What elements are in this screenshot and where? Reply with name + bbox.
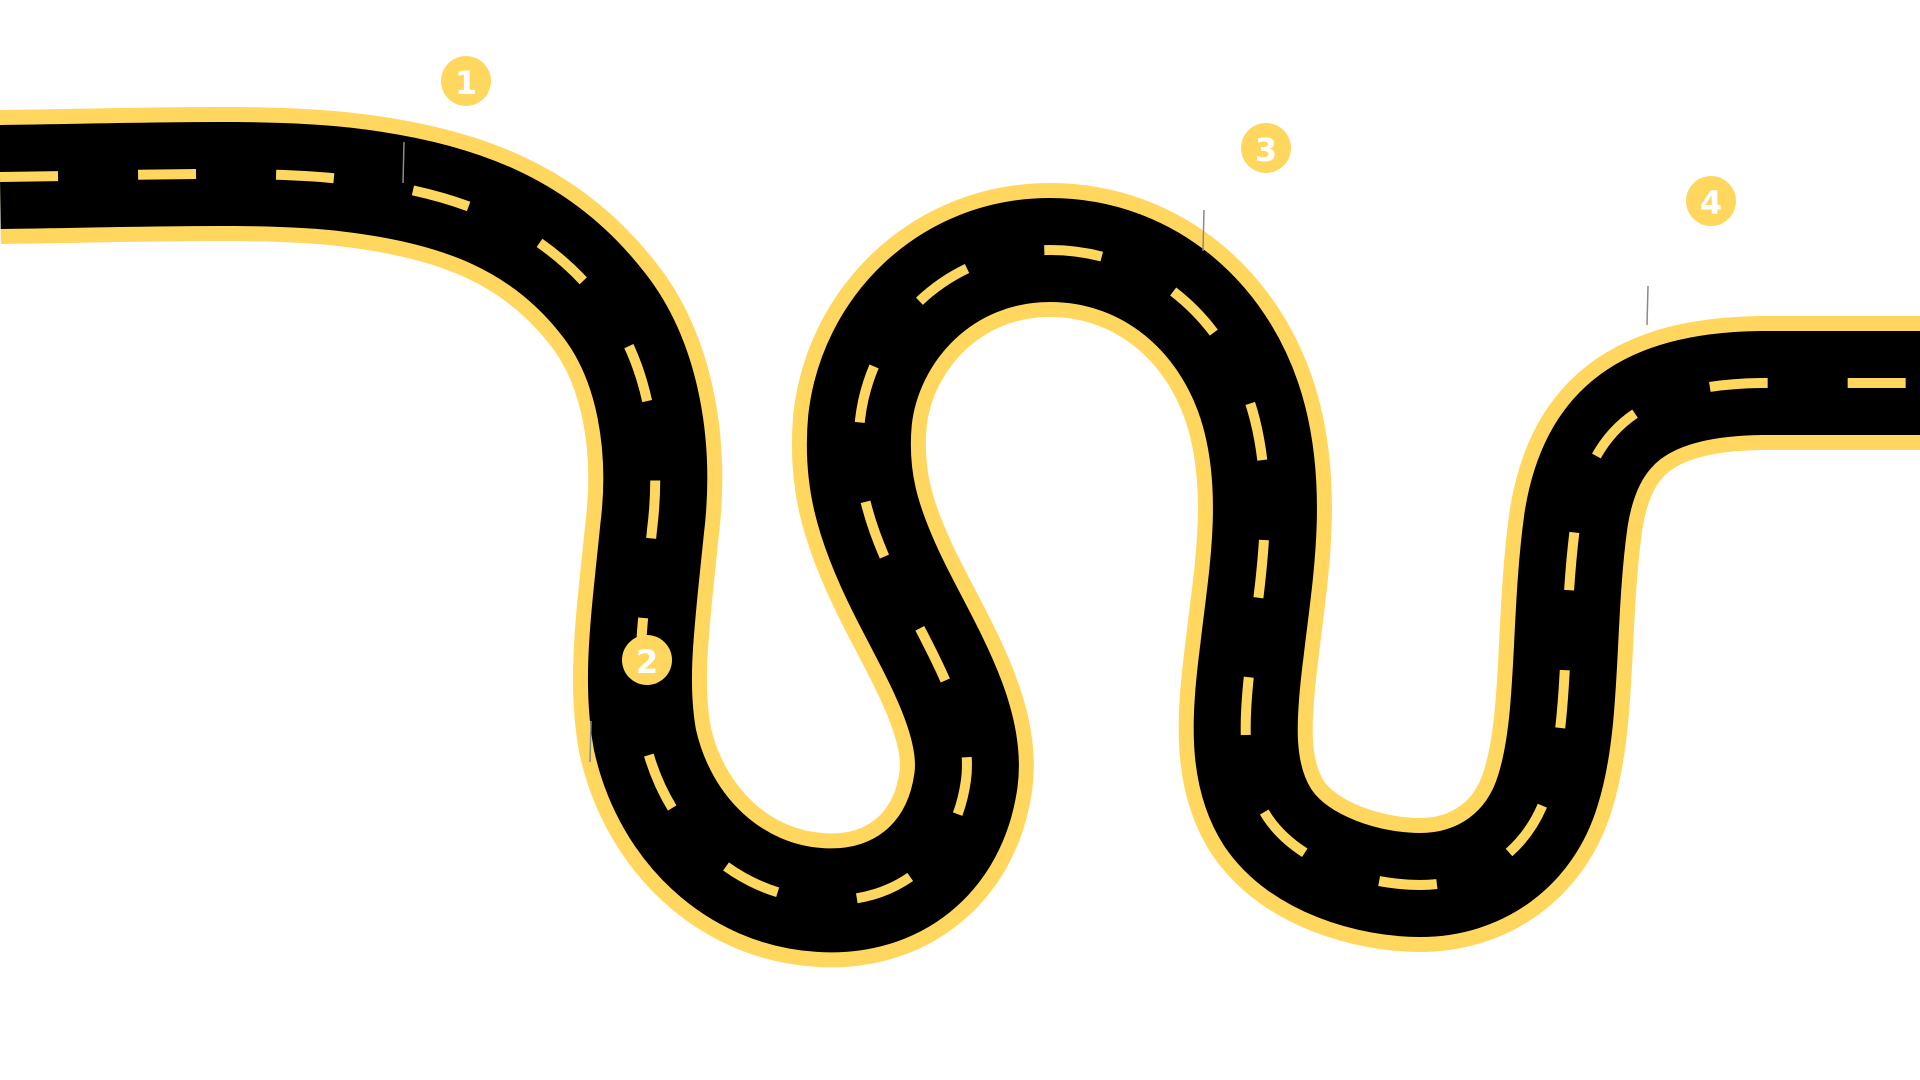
marker-number: 1 — [455, 64, 477, 102]
milestone-marker-1: 1 — [402, 56, 491, 184]
marker-pin-line — [1646, 285, 1649, 326]
marker-pin-line — [402, 141, 405, 184]
lane-center-dashes — [0, 168, 1920, 906]
milestone-marker-3: 3 — [1202, 123, 1291, 252]
marker-badge — [441, 56, 491, 106]
marker-badge — [622, 635, 672, 685]
milestone-marker-2: 2 — [589, 635, 672, 763]
marker-number: 3 — [1255, 131, 1277, 169]
marker-badge — [1686, 176, 1736, 226]
marker-badge — [1241, 123, 1291, 173]
road — [0, 106, 1920, 968]
marker-pin-line — [589, 720, 592, 763]
marker-number: 4 — [1700, 184, 1722, 222]
marker-number: 2 — [636, 643, 658, 681]
marker-pin-line — [1202, 209, 1205, 252]
milestone-marker-4: 4 — [1646, 176, 1736, 326]
